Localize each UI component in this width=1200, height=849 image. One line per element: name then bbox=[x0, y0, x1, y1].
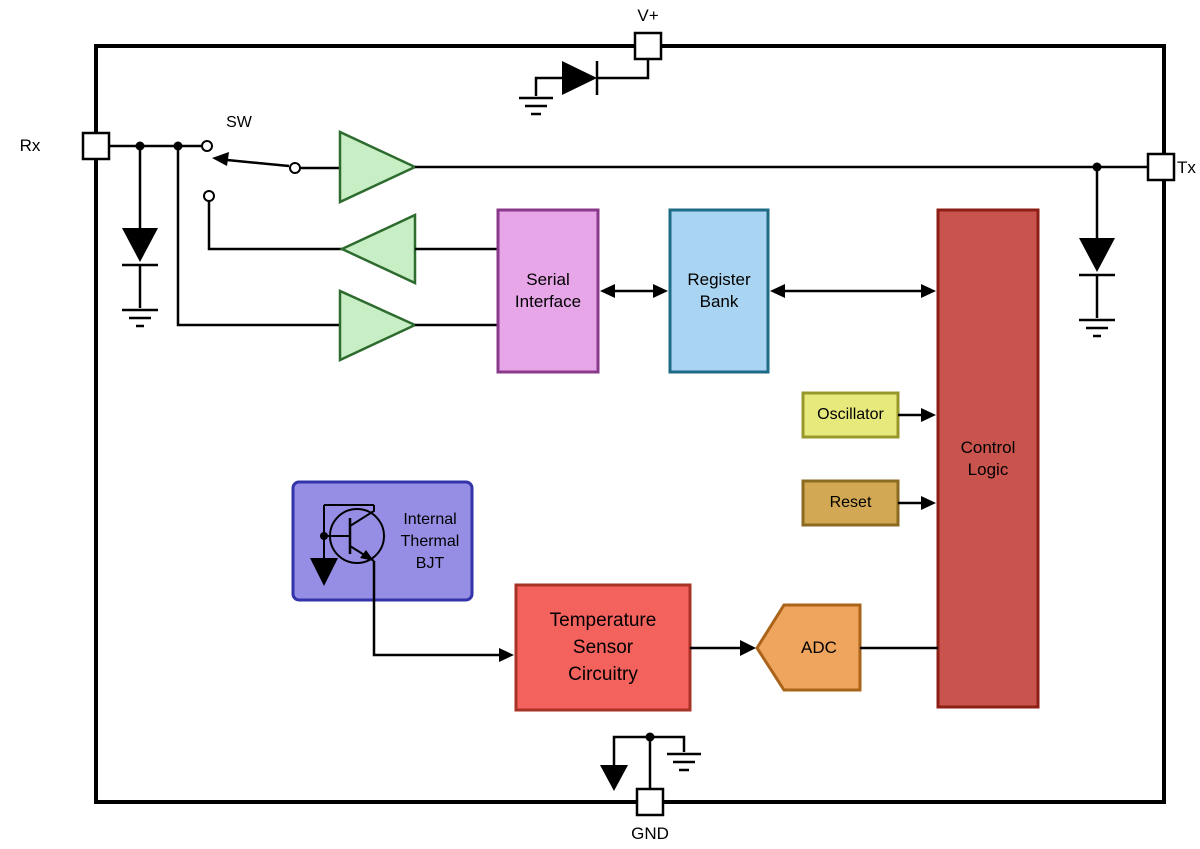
switch-label: SW bbox=[226, 114, 252, 131]
arrowhead-right bbox=[921, 284, 936, 298]
internal-thermal-bjt-label: Internal Thermal BJT bbox=[400, 511, 460, 572]
vplus-wire bbox=[597, 59, 650, 80]
adc-label: ADC bbox=[801, 637, 837, 657]
gnd-substrate-wire bbox=[612, 735, 650, 765]
tx-buffer-icon bbox=[338, 130, 418, 204]
serial-interface-label: Serial Interface bbox=[514, 270, 582, 311]
substrate-arrow-icon bbox=[600, 765, 628, 791]
oscillator-block bbox=[801, 391, 900, 439]
arrowhead-right bbox=[921, 408, 936, 422]
transistor-collector-lead bbox=[349, 505, 375, 527]
vplus-pin bbox=[633, 31, 663, 61]
switch-arm bbox=[226, 158, 290, 168]
temperature-sensor-label: Temperature Sensor Circuitry bbox=[549, 610, 657, 685]
switch-arm-arrowhead bbox=[212, 152, 229, 166]
bus-arrows bbox=[600, 284, 936, 510]
rx-diode-icon bbox=[122, 228, 158, 262]
substrate-arrow-icon bbox=[310, 558, 338, 586]
tx-wiring bbox=[415, 162, 1148, 338]
arrowhead-right bbox=[653, 284, 668, 298]
arrowhead-left bbox=[600, 284, 615, 298]
transistor-emitter-arrowhead bbox=[360, 550, 374, 561]
reset-label: Reset bbox=[829, 494, 872, 511]
input-buffer-icon bbox=[338, 289, 418, 362]
arrowhead-left bbox=[770, 284, 785, 298]
control-logic-label: Control Logic bbox=[960, 437, 1016, 479]
switch-contact bbox=[201, 140, 213, 152]
register-bank-label: Register Bank bbox=[687, 270, 751, 311]
bjt-symbol bbox=[310, 504, 385, 586]
rx-to-input-buffer-wire bbox=[176, 146, 340, 327]
vplus-wiring bbox=[519, 59, 650, 116]
bjt-to-sensor-wire bbox=[372, 561, 502, 657]
switch-contact bbox=[203, 190, 215, 202]
vplus-diode-anode-wire bbox=[534, 76, 562, 96]
gnd-pin bbox=[635, 787, 665, 817]
pin-label-rx: Rx bbox=[19, 136, 41, 155]
register-bank-block bbox=[668, 208, 770, 374]
oscillator-label: Oscillator bbox=[817, 406, 884, 423]
pin-label-vplus: V+ bbox=[637, 6, 659, 25]
chip-boundary bbox=[94, 44, 1166, 804]
switch-contact bbox=[289, 162, 301, 174]
output-buffer-icon bbox=[339, 213, 417, 285]
transistor-top-wire bbox=[323, 504, 374, 558]
buffers bbox=[338, 130, 498, 362]
internal-thermal-bjt-block bbox=[291, 480, 474, 602]
arrowhead-right bbox=[921, 496, 936, 510]
tx-diode-icon bbox=[1079, 238, 1115, 272]
temperature-sensor-block bbox=[514, 583, 692, 712]
vplus-diode-icon bbox=[562, 61, 597, 95]
arrowhead-right bbox=[740, 640, 756, 656]
serial-interface-block bbox=[496, 208, 600, 374]
switch-to-output-buffer-wire bbox=[207, 201, 342, 251]
rx-pin bbox=[81, 131, 111, 161]
gnd-earth-wire bbox=[650, 735, 686, 752]
junction-dot bbox=[320, 532, 328, 540]
pin-label-gnd: GND bbox=[631, 824, 669, 843]
tx-pin bbox=[1146, 152, 1176, 182]
pin-label-tx: Tx bbox=[1177, 158, 1196, 177]
control-logic-block bbox=[936, 208, 1040, 709]
rx-wiring bbox=[109, 140, 342, 328]
gnd-wiring bbox=[600, 732, 701, 791]
arrowhead-right bbox=[499, 648, 514, 662]
